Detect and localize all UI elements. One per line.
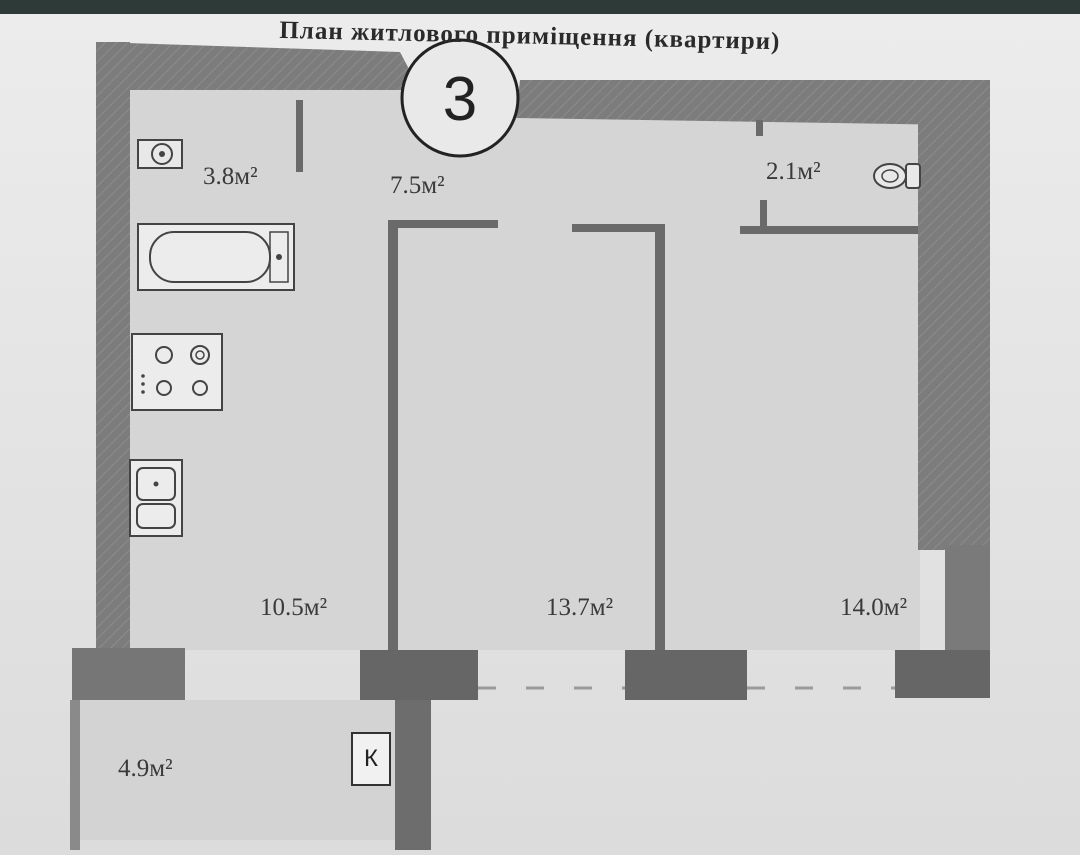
apartment-floor (125, 90, 920, 650)
loggia-right-wall (395, 700, 431, 850)
kitchen-area-label: 10.5м² (260, 594, 328, 621)
room1-area-label: 13.7м² (546, 594, 614, 621)
bottom-corner-pier (895, 650, 990, 698)
wc-wall-bottom (740, 226, 918, 234)
floor-areas (80, 90, 920, 840)
toilet-icon (137, 139, 183, 169)
bottom-left-pier (72, 648, 185, 700)
bathtub-icon (137, 223, 295, 291)
loggia-left-wall (70, 700, 80, 850)
stove-icon (131, 333, 223, 411)
hall-area-label: 7.5м² (390, 172, 445, 199)
top-wall-left (96, 42, 420, 90)
sink-icon (129, 459, 183, 537)
bathroom-area-label: 3.8м² (203, 163, 258, 190)
kitchen-room1-wall (388, 220, 398, 650)
wc-wall-stub (756, 120, 763, 136)
pantry-badge-frame (351, 732, 391, 786)
top-wall-right (516, 80, 960, 125)
top-bar (0, 0, 1080, 14)
wc-toilet-icon (873, 163, 921, 189)
pantry-badge: К (364, 745, 378, 772)
exterior-walls (70, 42, 990, 850)
right-wall (918, 80, 990, 550)
wc-area-label: 2.1м² (766, 158, 821, 185)
room1-room2-wall (655, 224, 665, 650)
hall-wall-top-left (388, 220, 498, 228)
hall-wall-top-mid (572, 224, 664, 232)
plan-number: 3 (442, 65, 478, 134)
right-wall-lower (945, 545, 990, 655)
plan-number-circle (400, 38, 520, 158)
bottom-center-pier (360, 650, 478, 700)
interior-walls (296, 100, 918, 650)
loggia-area-label: 4.9м² (118, 755, 173, 782)
bottom-right-pier (625, 650, 747, 700)
left-wall (96, 42, 130, 692)
room2-area-label: 14.0м² (840, 594, 908, 621)
bathroom-partition (296, 100, 303, 172)
wc-door-jamb (760, 200, 767, 230)
loggia-floor (80, 700, 395, 840)
